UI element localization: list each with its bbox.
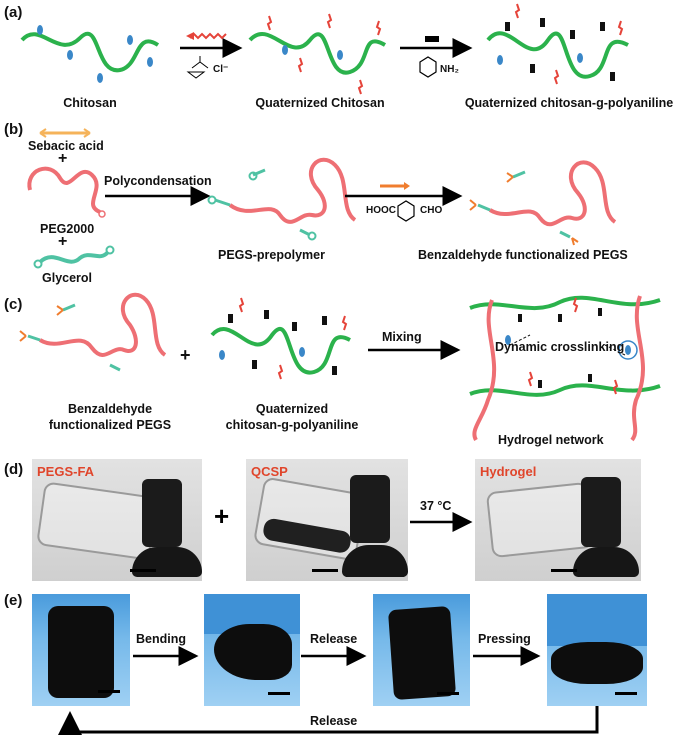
photo-released bbox=[373, 594, 470, 706]
plus-c: + bbox=[180, 345, 191, 365]
gel-cylinder bbox=[48, 606, 114, 698]
glycerol-label: Glycerol bbox=[42, 271, 93, 285]
grafted-mid-label-2: chitosan-g-polyaniline bbox=[225, 418, 359, 432]
peg-label: PEG2000 bbox=[40, 222, 95, 236]
plus-b2: + bbox=[58, 233, 68, 250]
photo-pegs-fa bbox=[32, 459, 202, 581]
cap-base bbox=[132, 547, 202, 577]
vial-cap bbox=[142, 479, 182, 547]
temp-label: 37 °C bbox=[420, 499, 452, 513]
qcsp-tag: QCSP bbox=[251, 464, 288, 479]
nh2-label: NH₂ bbox=[440, 64, 459, 75]
panel-c-label: (c) bbox=[4, 296, 23, 313]
photo-hydrogel bbox=[475, 459, 641, 581]
panel-e-label: (e) bbox=[4, 592, 23, 609]
arrow-return bbox=[58, 706, 599, 735]
gel-pressed bbox=[551, 642, 643, 684]
photo-pressed bbox=[547, 594, 647, 706]
pegs-left-label-1: Benzaldehyde bbox=[67, 402, 153, 416]
peg-chain bbox=[27, 166, 106, 218]
pegs-prepolymer bbox=[207, 157, 357, 241]
chitosan-chain bbox=[20, 25, 160, 83]
arrow-grafting bbox=[400, 36, 473, 78]
arrow-quaternization bbox=[180, 32, 243, 79]
gel-bent bbox=[214, 624, 292, 680]
polycondensation-label: Polycondensation bbox=[104, 174, 212, 188]
vial-cap bbox=[350, 475, 390, 543]
hydrogel-tag: Hydrogel bbox=[480, 464, 537, 479]
arrow-functionalization bbox=[345, 182, 463, 222]
pegs-left-label-2: functionalized PEGS bbox=[48, 418, 172, 432]
glove bbox=[547, 594, 647, 646]
scale-bar bbox=[615, 692, 637, 695]
glycerol-chain bbox=[33, 245, 115, 269]
crosslink-label: Dynamic crosslinking bbox=[495, 340, 625, 354]
sebacic-acid-icon bbox=[39, 128, 91, 138]
photo-original bbox=[32, 594, 130, 706]
chitosan-label: Chitosan bbox=[63, 96, 117, 110]
benzaldehyde-pegs bbox=[469, 160, 617, 246]
cl-label: Cl⁻ bbox=[213, 64, 229, 75]
cap-base bbox=[342, 545, 408, 577]
mixing-label: Mixing bbox=[382, 330, 422, 344]
vial-gel bbox=[485, 481, 595, 559]
panel-d-label: (d) bbox=[4, 461, 24, 478]
pegs-fa-tag: PEGS-FA bbox=[37, 464, 95, 479]
scale-bar bbox=[268, 692, 290, 695]
quaternized-chitosan-label: Quaternized Chitosan bbox=[255, 96, 385, 110]
vial-cap bbox=[581, 477, 621, 547]
photo-qcsp bbox=[246, 459, 408, 581]
quaternized-chitosan bbox=[248, 13, 387, 95]
scale-bar bbox=[312, 569, 338, 572]
pegs-left bbox=[19, 292, 167, 372]
scale-bar bbox=[130, 569, 156, 572]
bending-label: Bending bbox=[136, 632, 186, 646]
network-label: Hydrogel network bbox=[498, 433, 604, 447]
sebacic-label: Sebacic acid bbox=[28, 139, 104, 153]
release-label: Release bbox=[310, 632, 358, 646]
grafted-chitosan-label: Quaternized chitosan-g-polyaniline bbox=[464, 96, 674, 110]
gel-recovered bbox=[387, 605, 457, 701]
prepolymer-label: PEGS-prepolymer bbox=[218, 248, 325, 262]
return-release-label: Release bbox=[310, 714, 358, 728]
scale-bar bbox=[98, 690, 120, 693]
dark-solution bbox=[261, 517, 353, 555]
grafted-mid-label-1: Quaternized bbox=[255, 402, 329, 416]
hooc-label: HOOC bbox=[366, 205, 396, 216]
benzaldehyde-pegs-label: Benzaldehyde functionalized PEGS bbox=[418, 248, 628, 262]
panel-a-label: (a) bbox=[4, 4, 23, 21]
grafted-chitosan bbox=[486, 3, 629, 85]
grafted-chitosan-mid bbox=[210, 297, 351, 380]
pressing-label: Pressing bbox=[478, 632, 531, 646]
plus-sign: + bbox=[214, 501, 229, 531]
photo-bent bbox=[204, 594, 300, 706]
cho-label: CHO bbox=[420, 205, 443, 216]
hydrogel-network bbox=[469, 295, 661, 442]
panel-b-label: (b) bbox=[4, 121, 24, 138]
vial-clear bbox=[36, 481, 158, 561]
scale-bar bbox=[437, 692, 459, 695]
cap-base bbox=[573, 547, 639, 577]
plus-b1: + bbox=[58, 150, 68, 167]
scale-bar bbox=[551, 569, 577, 572]
